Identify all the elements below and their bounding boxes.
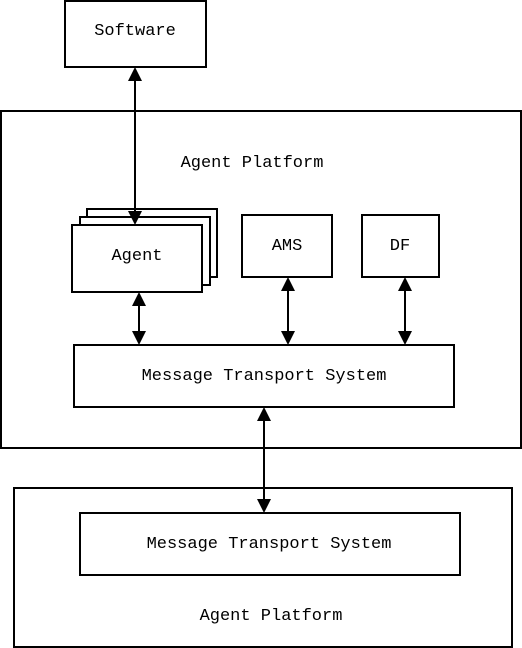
ams-node: AMS	[241, 214, 333, 278]
mts-mts-head-bottom	[257, 499, 271, 513]
lower-mts-label: Message Transport System	[147, 535, 392, 554]
df-mts-head-top	[398, 277, 412, 291]
agent-box-front	[71, 224, 203, 293]
df-mts-arrow	[398, 277, 412, 345]
upper-platform-label: Agent Platform	[181, 154, 324, 173]
df-node: DF	[361, 214, 440, 278]
software-label: Software	[94, 22, 176, 41]
lower-mts-node: Message Transport System	[79, 512, 461, 576]
mts-mts-arrow	[257, 407, 271, 513]
lower-mts-box	[79, 512, 461, 576]
agent-mts-arrow	[132, 292, 146, 345]
agent-mts-head-top	[132, 292, 146, 306]
agent-mts-head-bottom	[132, 331, 146, 345]
upper-mts-label: Message Transport System	[142, 367, 387, 386]
ams-mts-arrow	[281, 277, 295, 345]
agent-label: Agent	[111, 247, 162, 266]
software-box	[64, 0, 207, 68]
df-box	[361, 214, 440, 278]
software-agent-head-bottom	[128, 211, 142, 225]
upper-mts-box	[73, 344, 455, 408]
software-agent-head-top	[128, 67, 142, 81]
df-mts-head-bottom	[398, 331, 412, 345]
df-label: DF	[390, 237, 410, 256]
ams-label: AMS	[272, 237, 303, 256]
mts-mts-head-top	[257, 407, 271, 421]
upper-mts-node: Message Transport System	[73, 344, 455, 408]
ams-mts-head-bottom	[281, 331, 295, 345]
ams-box	[241, 214, 333, 278]
ams-mts-head-top	[281, 277, 295, 291]
lower-platform-label: Agent Platform	[200, 607, 343, 626]
agent-stack: Agent	[71, 208, 218, 293]
software-node: Software	[64, 0, 207, 68]
software-agent-arrow	[128, 67, 142, 225]
